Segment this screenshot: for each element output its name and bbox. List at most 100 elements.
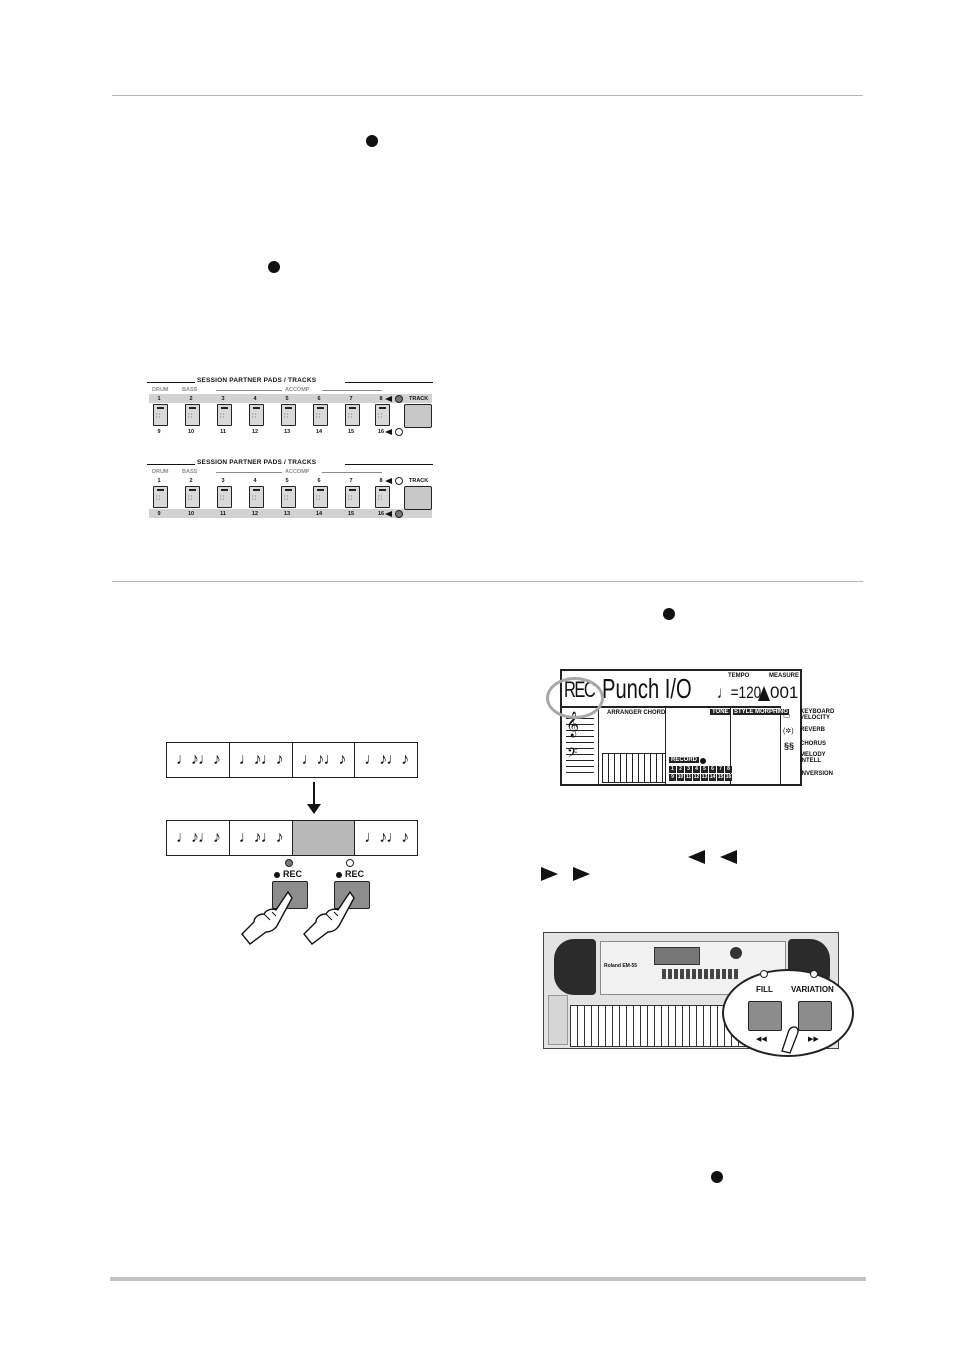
track-button[interactable] — [404, 404, 432, 428]
measure-notes: ♩♪♩♪ — [167, 821, 230, 855]
record-dot-icon — [663, 608, 675, 620]
pad-button[interactable] — [281, 486, 296, 508]
arrow-left-icon — [385, 429, 392, 435]
drum-label: DRUM — [152, 469, 169, 475]
fast-forward-icon — [541, 867, 558, 881]
pad-number: 11 — [220, 429, 226, 435]
drum-label: DRUM — [152, 387, 169, 393]
record-dot-icon — [268, 261, 280, 273]
rewind-label: ◀◀ — [756, 1036, 767, 1043]
rec-button-label: REC — [345, 869, 365, 879]
pad-button[interactable] — [313, 486, 328, 508]
measure-notes: ♩♪♩♪ — [167, 743, 230, 777]
pad-button[interactable] — [375, 486, 390, 508]
track-indicator: 8 — [725, 766, 732, 773]
variation-button[interactable] — [798, 1001, 832, 1031]
pad-button[interactable] — [249, 486, 264, 508]
track-indicator: 11 — [685, 774, 692, 781]
pad-number: 11 — [220, 511, 226, 517]
track-led-upper — [395, 395, 403, 403]
pad-button[interactable] — [185, 404, 200, 426]
track-label: TRACK — [409, 478, 429, 484]
fill-button[interactable] — [748, 1001, 782, 1031]
rec-dot-icon — [336, 872, 342, 878]
track-indicator: 7 — [717, 766, 724, 773]
measure-notes: ♩♪♩♪ — [364, 751, 409, 768]
pad-number: 7 — [349, 478, 353, 484]
pads-title: SESSION PARTNER PADS / TRACKS — [197, 377, 317, 384]
track-indicator: 4 — [693, 766, 700, 773]
measure-row-punched: ♩♪♩♪ ♩♪♩♪ ♩♪♩♪ — [166, 820, 418, 856]
accomp-rule — [322, 472, 382, 473]
side-panel — [548, 995, 568, 1045]
pad-number: 14 — [315, 511, 323, 517]
track-indicator: 5 — [701, 766, 708, 773]
measure-value: 001 — [770, 683, 799, 702]
measure-notes: ♩♪♩♪ — [230, 743, 293, 777]
arrow-left-icon — [385, 511, 392, 517]
pad-button[interactable] — [281, 404, 296, 426]
panel-knob-icon — [730, 947, 742, 959]
melody-intell-label: MELODY INTELL — [800, 752, 826, 764]
pressing-hand-icon — [241, 890, 293, 945]
pad-number: 13 — [283, 429, 291, 435]
arrow-left-icon — [385, 396, 392, 402]
pad-button[interactable] — [153, 404, 168, 426]
keyboard-icon: ▭ — [783, 711, 791, 720]
pad-number: 3 — [221, 478, 225, 484]
pad-number: 1 — [157, 478, 161, 484]
page-footer-bar — [110, 1277, 866, 1281]
pad-number: 2 — [189, 396, 193, 402]
pads-title: SESSION PARTNER PADS / TRACKS — [197, 459, 317, 466]
track-indicator: 16 — [725, 774, 732, 781]
pad-number: 12 — [251, 511, 259, 517]
rec-led-off — [346, 859, 354, 867]
track-indicator: 2 — [677, 766, 684, 773]
lcd-col-divider — [665, 706, 666, 784]
rec-highlight-ring — [546, 677, 604, 719]
pad-button[interactable] — [185, 486, 200, 508]
reverb-icon: (✲) — [783, 728, 794, 735]
pad-button[interactable] — [375, 404, 390, 426]
track-indicator: 1 — [669, 766, 676, 773]
bass-label: BASS — [182, 469, 198, 475]
pad-button[interactable] — [345, 486, 360, 508]
pad-button[interactable] — [313, 404, 328, 426]
reverb-label: REVERB — [800, 727, 826, 733]
active-row-highlight — [149, 509, 432, 518]
lcd-divider — [562, 706, 780, 708]
lcd-title: Punch I/O — [602, 673, 692, 704]
chorus-icon: §§ — [784, 741, 795, 751]
pads-title-rule — [147, 464, 195, 465]
track-label: TRACK — [409, 396, 429, 402]
arrow-head-icon — [307, 804, 321, 814]
pad-button[interactable] — [249, 404, 264, 426]
accomp-rule — [322, 390, 382, 391]
fill-variation-callout: FILL VARIATION ◀◀ ▶▶ — [722, 969, 854, 1057]
chorus-label: CHORUS — [800, 741, 827, 747]
mini-keyboard — [602, 753, 666, 783]
bass-label: BASS — [182, 387, 198, 393]
pads-title-rule — [147, 382, 195, 383]
active-row-highlight — [149, 394, 432, 403]
pad-number: 16 — [377, 429, 385, 435]
lcd-col-divider — [780, 706, 781, 784]
section-divider-middle — [112, 581, 863, 582]
track-button[interactable] — [404, 486, 432, 510]
pad-button[interactable] — [217, 404, 232, 426]
speaker-left — [554, 939, 596, 995]
accomp-label: ACCOMP — [285, 387, 310, 393]
pad-number: 8 — [379, 478, 383, 484]
measure-notes: ♩♪♩♪ — [293, 743, 356, 777]
pad-button[interactable] — [345, 404, 360, 426]
accomp-rule — [216, 472, 282, 473]
pads-title-rule — [345, 464, 433, 465]
pad-button[interactable] — [217, 486, 232, 508]
accomp-label: ACCOMP — [285, 469, 310, 475]
measure-notes: ♩♪♩♪ — [364, 829, 409, 846]
metronome-icon — [758, 686, 770, 701]
pad-button[interactable] — [153, 486, 168, 508]
pad-number: 4 — [253, 396, 257, 402]
pad-number: 1 — [157, 396, 161, 402]
